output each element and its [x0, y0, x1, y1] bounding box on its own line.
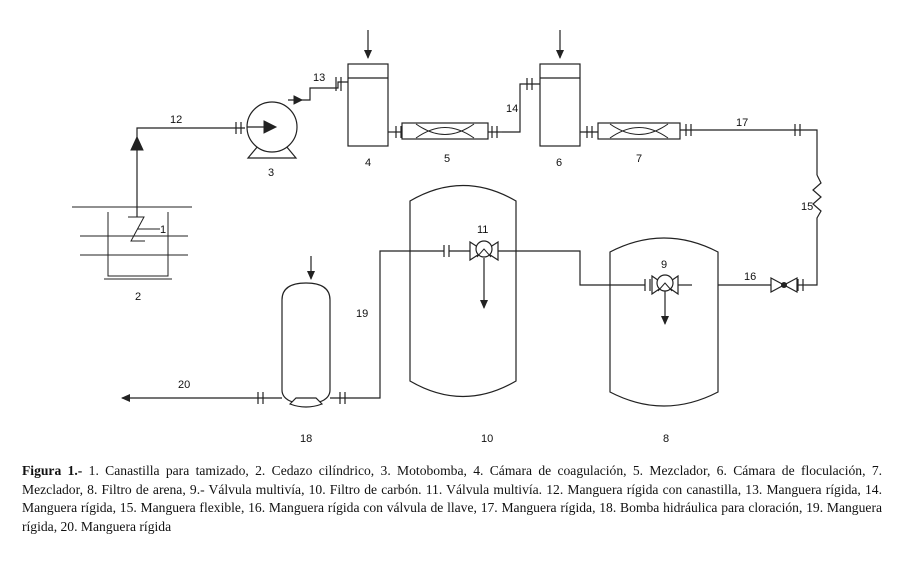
flocculation-chamber — [539, 30, 581, 147]
motor-pump — [246, 101, 298, 159]
label-15: 15 — [801, 201, 813, 213]
pipe-4-5 — [388, 126, 402, 138]
label-10: 10 — [481, 433, 493, 445]
label-16: 16 — [744, 271, 756, 283]
pipe-14 — [502, 78, 540, 133]
key-valve — [770, 276, 798, 294]
label-20: 20 — [178, 379, 190, 391]
pipe-15 — [805, 174, 822, 286]
label-18: 18 — [300, 433, 312, 445]
pipe-19 — [330, 250, 444, 404]
label-2: 2 — [135, 291, 141, 303]
label-8: 8 — [663, 433, 669, 445]
mixer-5 — [401, 122, 489, 140]
mixer-7 — [597, 122, 681, 140]
label-5: 5 — [444, 153, 450, 165]
strainer-basket — [128, 216, 160, 242]
multiway-valve-11 — [443, 240, 516, 309]
label-17: 17 — [736, 117, 748, 129]
label-11: 11 — [477, 224, 488, 236]
carbon-filter — [409, 185, 517, 397]
label-7: 7 — [636, 153, 642, 165]
coagulation-chamber — [347, 30, 389, 147]
pipe-13 — [288, 77, 348, 105]
label-12: 12 — [170, 114, 182, 126]
figure-caption: Figura 1.- 1. Canastilla para tamizado, … — [22, 462, 882, 536]
multiway-valve-9 — [644, 274, 692, 325]
label-1: 1 — [160, 224, 166, 236]
pipe-17 — [680, 124, 818, 175]
label-9: 9 — [661, 259, 667, 271]
label-4: 4 — [365, 157, 371, 169]
process-diagram: 1 2 3 4 5 6 7 8 9 10 11 12 13 14 15 16 1… — [72, 30, 822, 445]
pipe-6-7 — [580, 126, 598, 138]
chlorination-pump — [281, 256, 331, 408]
sieve-tank — [72, 206, 192, 280]
pipe-10-9 — [516, 250, 645, 286]
label-14: 14 — [506, 103, 518, 115]
pipe-12 — [130, 122, 245, 217]
pipe-5-14 — [488, 126, 502, 138]
caption-text: 1. Canastilla para tamizado, 2. Cedazo c… — [22, 463, 883, 534]
pipe-20 — [121, 392, 282, 404]
label-13: 13 — [313, 72, 325, 84]
caption-title: Figura 1.- — [22, 463, 83, 478]
label-19: 19 — [356, 308, 368, 320]
label-6: 6 — [556, 157, 562, 169]
label-3: 3 — [268, 167, 274, 179]
